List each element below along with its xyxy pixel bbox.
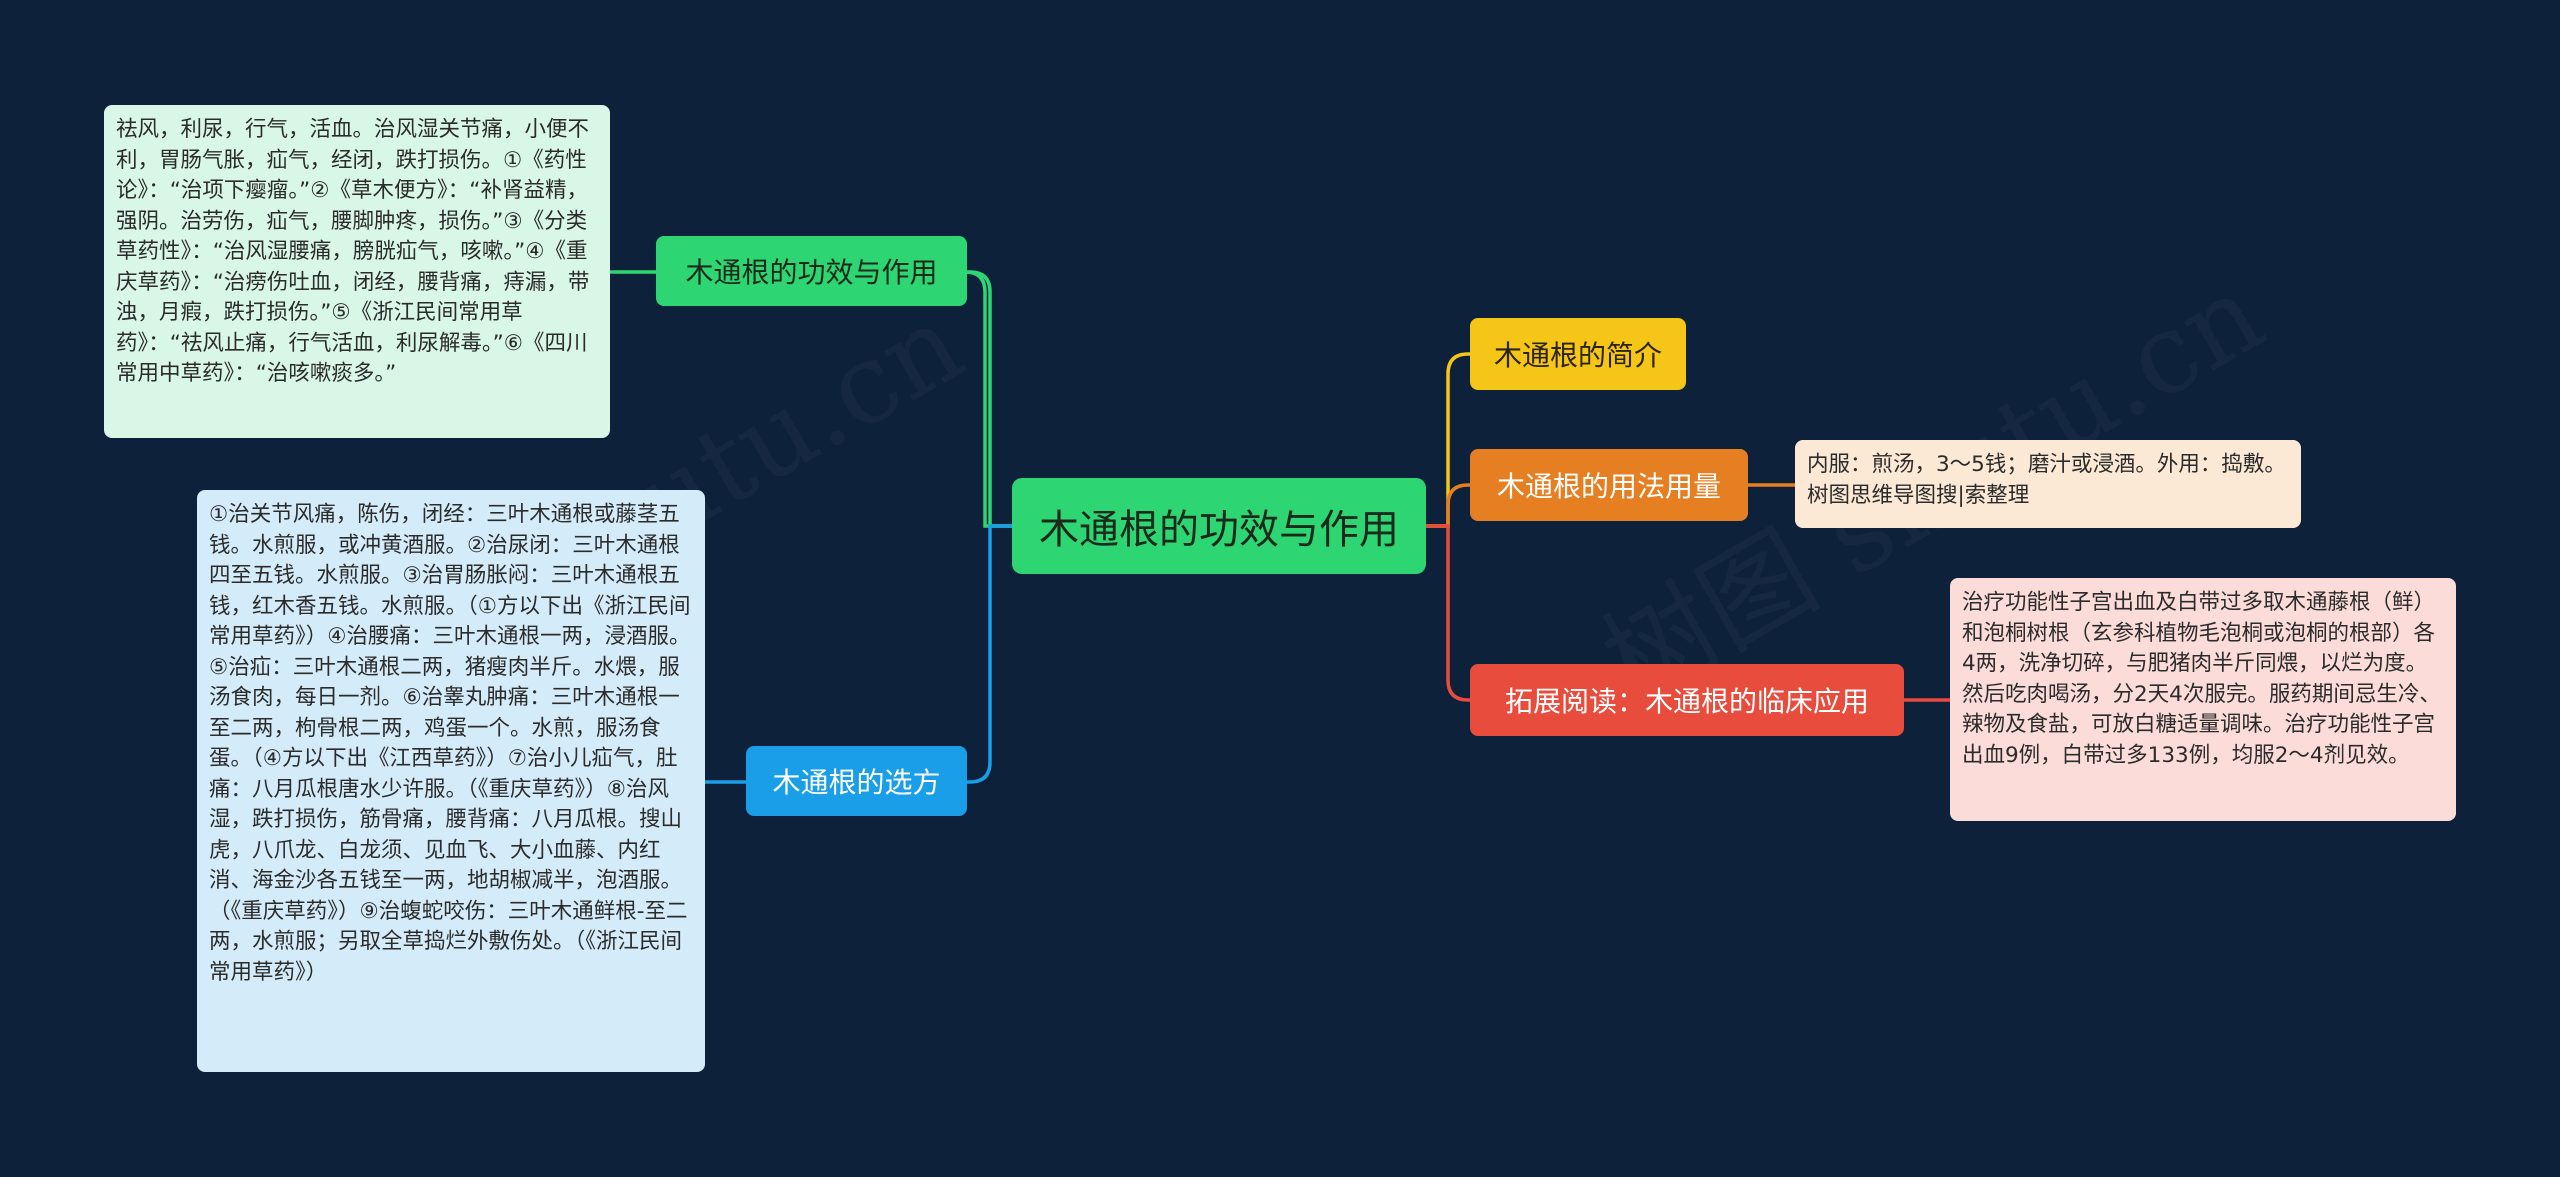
detail-efficacy[interactable]: 祛风，利尿，行气，活血。治风湿关节痛，小便不利，胃肠气胀，疝气，经闭，跌打损伤。… <box>104 105 610 438</box>
detail-efficacy-text: 祛风，利尿，行气，活血。治风湿关节痛，小便不利，胃肠气胀，疝气，经闭，跌打损伤。… <box>116 117 590 386</box>
branch-usage[interactable]: 木通根的用法用量 <box>1470 449 1748 521</box>
center-topic-label: 木通根的功效与作用 <box>1039 507 1399 553</box>
connector-intro <box>1424 352 1472 528</box>
branch-prescriptions-label: 木通根的选方 <box>772 766 941 799</box>
branch-prescriptions[interactable]: 木通根的选方 <box>746 746 967 816</box>
branch-efficacy[interactable]: 木通根的功效与作用 <box>656 236 967 306</box>
branch-intro-label: 木通根的简介 <box>1493 339 1662 372</box>
detail-prescriptions[interactable]: ①治关节风痛，陈伤，闭经：三叶木通根或藤茎五钱。水煎服，或冲黄酒服。②治尿闭：三… <box>197 490 705 1072</box>
connector-efficacy-path <box>965 270 1014 528</box>
branch-usage-label: 木通根的用法用量 <box>1496 470 1721 503</box>
branch-clinical-label: 拓展阅读：木通根的临床应用 <box>1504 685 1869 718</box>
detail-usage[interactable]: 内服：煎汤，3～5钱；磨汁或浸酒。外用：捣敷。树图思维导图搜|索整理 <box>1795 440 2301 528</box>
detail-usage-text: 内服：煎汤，3～5钱；磨汁或浸酒。外用：捣敷。树图思维导图搜|索整理 <box>1807 452 2286 508</box>
detail-clinical[interactable]: 治疗功能性子宫出血及白带过多取木通藤根（鲜）和泡桐树根（玄参科植物毛泡桐或泡桐的… <box>1950 578 2456 821</box>
branch-efficacy-label: 木通根的功效与作用 <box>685 256 938 289</box>
detail-prescriptions-text: ①治关节风痛，陈伤，闭经：三叶木通根或藤茎五钱。水煎服，或冲黄酒服。②治尿闭：三… <box>209 502 691 985</box>
center-topic[interactable]: 木通根的功效与作用 <box>1012 478 1426 574</box>
connector-prescriptions <box>965 524 1014 784</box>
branch-clinical[interactable]: 拓展阅读：木通根的临床应用 <box>1470 664 1904 736</box>
detail-clinical-text: 治疗功能性子宫出血及白带过多取木通藤根（鲜）和泡桐树根（玄参科植物毛泡桐或泡桐的… <box>1962 590 2441 768</box>
branch-intro[interactable]: 木通根的简介 <box>1470 318 1686 390</box>
connector-clinical <box>1424 524 1472 702</box>
connector-usage <box>1424 483 1472 528</box>
